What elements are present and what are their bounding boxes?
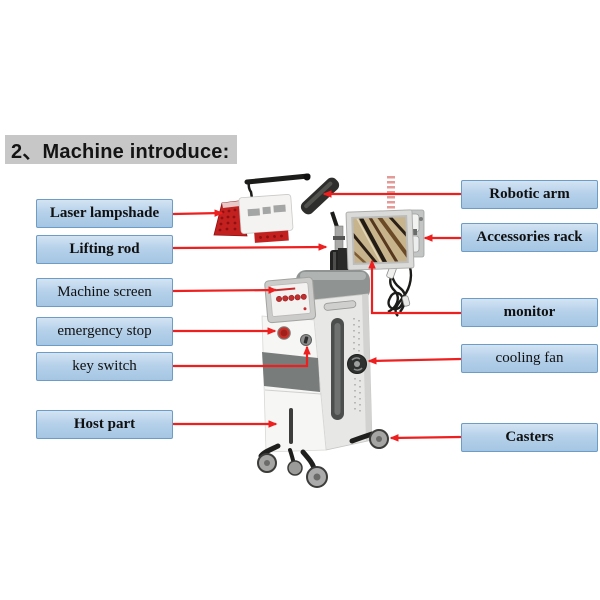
label-box-host-part: Host part: [36, 410, 173, 439]
machine-screen-panel: [264, 276, 317, 324]
label-text: Host part: [73, 416, 136, 432]
lamp-cover: [238, 194, 294, 243]
label-box-accessories-rack: Accessories rack: [461, 223, 598, 252]
label-text: Lifting rod: [69, 241, 140, 257]
label-box-key-switch: key switch: [36, 352, 173, 381]
emergency-stop-button: [277, 326, 291, 340]
robotic-arm: [244, 173, 340, 231]
side-vent: [331, 318, 344, 420]
label-box-lifting-rod: Lifting rod: [36, 235, 173, 264]
arrow-monitor: [368, 259, 461, 315]
label-text: key switch: [72, 358, 137, 374]
cooling-fan: [347, 354, 367, 374]
label-text: cooling fan: [495, 350, 564, 366]
caster-wheel-rear: [287, 460, 303, 476]
label-box-laser-lampshade: Laser lampshade: [36, 199, 173, 228]
front-gray-band: [262, 352, 320, 392]
label-box-cooling-fan: cooling fan: [461, 344, 598, 373]
label-text: emergency stop: [57, 323, 152, 339]
key-switch: [300, 334, 312, 346]
label-text: Casters: [505, 429, 554, 445]
label-box-monitor: monitor: [461, 298, 598, 327]
callout-arrows: [172, 190, 462, 442]
side-handle: [323, 300, 357, 311]
monitor-screen: [338, 209, 415, 271]
label-text: monitor: [503, 304, 556, 320]
label-text: Robotic arm: [489, 186, 570, 202]
legs-and-casters: [257, 429, 389, 488]
arrow-cooling-fan: [367, 357, 462, 365]
label-text: Machine screen: [57, 284, 152, 300]
cabinet-slot: [289, 408, 293, 444]
label-box-casters: Casters: [461, 423, 598, 452]
section-title: 2、Machine introduce:: [5, 135, 238, 164]
section-title-text: 2、Machine introduce:: [11, 141, 230, 163]
arrow-machine-screen: [172, 286, 278, 294]
arrow-key-switch: [173, 345, 311, 368]
host-body: [257, 270, 389, 488]
label-box-emergency-stop: emergency stop: [36, 317, 173, 346]
arrow-lifting-rod: [172, 243, 328, 251]
arrow-casters: [389, 434, 462, 442]
label-text: Laser lampshade: [49, 205, 160, 221]
laser-lampshade-head: [213, 194, 294, 243]
label-text: Accessories rack: [476, 229, 583, 245]
label-box-robotic-arm: Robotic arm: [461, 180, 598, 209]
label-box-machine-screen: Machine screen: [36, 278, 173, 307]
arrow-laser-lampshade: [172, 209, 224, 217]
